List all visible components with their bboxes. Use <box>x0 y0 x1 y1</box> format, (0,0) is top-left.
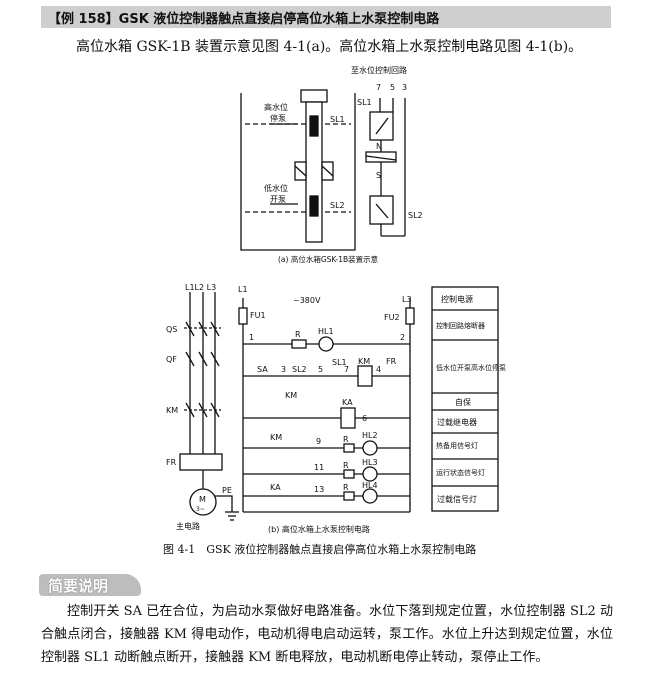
svg-text:M: M <box>199 495 206 504</box>
svg-text:过载继电器: 过载继电器 <box>437 417 477 427</box>
side-label-table <box>431 286 499 512</box>
svg-text:5: 5 <box>390 83 395 92</box>
svg-text:7: 7 <box>376 83 381 92</box>
svg-text:SL2: SL2 <box>408 211 423 220</box>
svg-text:QS: QS <box>166 325 177 334</box>
svg-text:R: R <box>343 435 349 444</box>
svg-text:SL2: SL2 <box>330 201 345 210</box>
svg-text:5: 5 <box>318 365 323 374</box>
svg-text:SL1: SL1 <box>357 98 372 107</box>
svg-text:HL3: HL3 <box>362 458 378 467</box>
float-sl2 <box>309 195 319 217</box>
float-sl1 <box>309 115 319 137</box>
svg-text:KM: KM <box>166 406 178 415</box>
svg-text:热备用信号灯: 热备用信号灯 <box>436 441 478 450</box>
svg-text:KM: KM <box>285 391 297 400</box>
svg-text:S: S <box>376 171 381 180</box>
svg-text:FU2: FU2 <box>384 313 400 322</box>
svg-text:3~: 3~ <box>196 506 205 513</box>
motor <box>189 488 217 516</box>
svg-text:FU1: FU1 <box>250 311 266 320</box>
svg-text:过载信号灯: 过载信号灯 <box>437 494 477 504</box>
example-header-bar <box>41 6 611 28</box>
section-title: 简要说明 <box>48 577 109 595</box>
svg-text:13: 13 <box>314 485 324 494</box>
svg-text:KM: KM <box>270 433 282 442</box>
svg-text:SL2: SL2 <box>292 365 307 374</box>
svg-text:KM: KM <box>358 357 370 366</box>
svg-text:SL1: SL1 <box>332 358 347 367</box>
svg-text:SA: SA <box>257 365 268 374</box>
label-main-circuit: 主电路 <box>176 521 200 531</box>
section-tab <box>39 574 141 596</box>
intro-paragraph: 高位水箱 GSK-1B 装置示意见图 4-1(a)。高位水箱上水泵控制电路见图 … <box>76 39 583 55</box>
svg-text:R: R <box>343 461 349 470</box>
magnet-n <box>365 151 397 163</box>
svg-text:9: 9 <box>316 437 321 446</box>
svg-text:控制回路熔断器: 控制回路熔断器 <box>436 321 485 330</box>
svg-text:3: 3 <box>281 365 286 374</box>
caption-a: (a) 高位水箱GSK-1B装置示意 <box>278 254 378 264</box>
svg-text:~380V: ~380V <box>293 296 321 305</box>
svg-text:停泵: 停泵 <box>270 113 286 123</box>
svg-text:L1L2 L3: L1L2 L3 <box>185 283 216 292</box>
svg-text:开泵: 开泵 <box>270 195 286 204</box>
svg-text:低水位开泵高水位停泵: 低水位开泵高水位停泵 <box>436 363 506 372</box>
svg-text:控制电源: 控制电源 <box>441 294 473 304</box>
svg-text:11: 11 <box>314 463 324 472</box>
qs-switch <box>185 321 220 337</box>
svg-text:1: 1 <box>249 333 254 342</box>
svg-text:6: 6 <box>362 414 367 423</box>
sensor-head <box>300 89 328 103</box>
svg-text:3: 3 <box>402 83 407 92</box>
svg-text:R: R <box>295 330 301 339</box>
svg-text:HL4: HL4 <box>362 481 378 490</box>
svg-text:HL2: HL2 <box>362 431 378 440</box>
svg-text:自保: 自保 <box>455 397 471 407</box>
fr-thermal <box>179 453 223 471</box>
svg-text:运行状态信号灯: 运行状态信号灯 <box>436 468 485 477</box>
svg-text:KA: KA <box>270 483 281 492</box>
svg-text:L1: L1 <box>238 285 248 294</box>
fuse-fu1 <box>238 307 248 325</box>
svg-text:HL1: HL1 <box>318 327 334 336</box>
svg-text:7: 7 <box>344 365 349 374</box>
svg-text:QF: QF <box>166 355 177 364</box>
svg-text:4: 4 <box>376 365 381 374</box>
ka-coil <box>340 407 356 429</box>
svg-text:PE: PE <box>222 486 232 495</box>
svg-text:FR: FR <box>386 357 397 366</box>
svg-text:低水位: 低水位 <box>264 183 288 193</box>
svg-text:R: R <box>343 483 349 492</box>
caption-b: (b) 高位水箱上水泵控制电路 <box>268 524 370 534</box>
qf-breaker <box>185 351 220 367</box>
svg-text:KA: KA <box>342 398 353 407</box>
fuse-fu2 <box>405 307 415 325</box>
svg-text:FR: FR <box>166 458 177 467</box>
pe-wire <box>214 495 233 512</box>
example-header: 【例 158】GSK 液位控制器触点直接启停高位水箱上水泵控制电路 <box>48 12 440 27</box>
svg-text:L3: L3 <box>402 295 412 304</box>
svg-text:SL1: SL1 <box>330 115 345 124</box>
water-tank <box>240 93 356 251</box>
svg-text:N: N <box>376 142 382 151</box>
svg-text:2: 2 <box>400 333 405 342</box>
label-to-circuit: 至水位控制回路 <box>351 65 407 75</box>
km-coil <box>357 365 373 387</box>
body-paragraph: 控制开关 SA 已在合位，为启动水泵做好电路准备。水位下落到规定位置，水位控制器… <box>41 604 613 665</box>
figure-caption: 图 4-1 GSK 液位控制器触点直接启停高位水箱上水泵控制电路 <box>163 543 477 556</box>
svg-text:高水位: 高水位 <box>264 102 288 112</box>
